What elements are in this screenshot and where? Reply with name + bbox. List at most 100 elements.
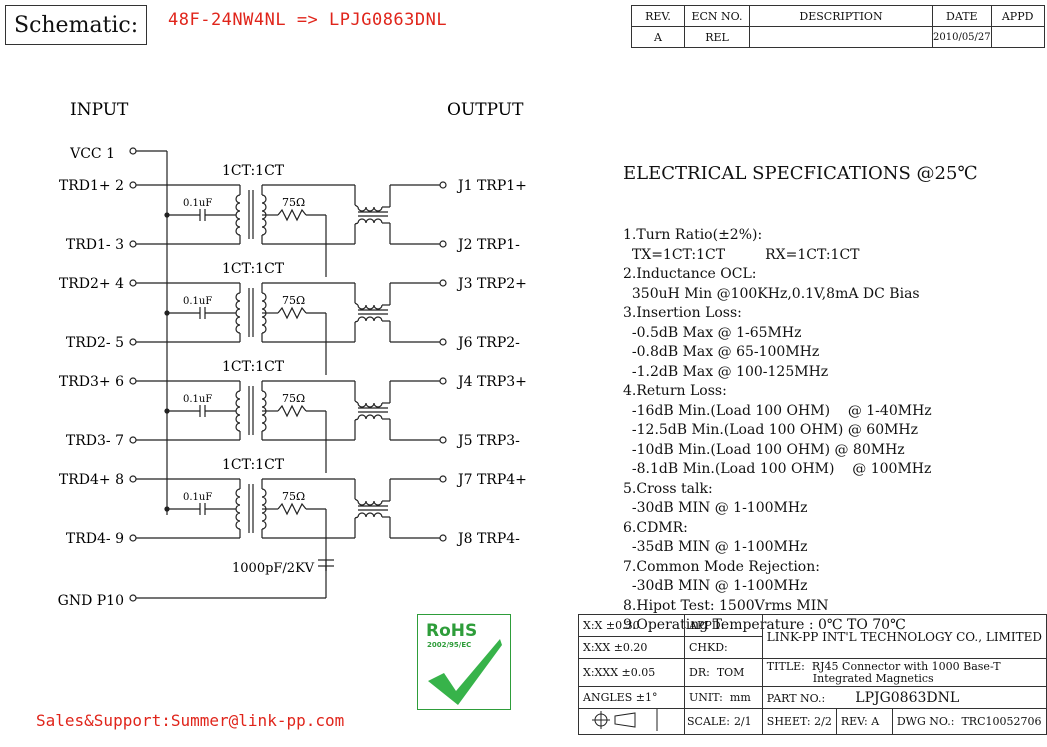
company-name: LINK-PP INT'L TECHNOLOGY CO., LIMITED — [761, 614, 1047, 659]
resistor-symbol — [277, 502, 307, 516]
wire — [354, 400, 359, 404]
spec-line: 350uH Min @100KHz,0.1V,8mA DC Bias — [623, 285, 920, 302]
ecn-cell: REL — [684, 26, 750, 48]
tolerance-x: X:X ±0.30 — [578, 614, 685, 637]
pin-terminal — [129, 338, 137, 346]
rev-value: A — [871, 715, 880, 728]
wire — [354, 302, 359, 306]
ecn-header: ECN NO. — [684, 5, 750, 27]
spec-line: 3.Insertion Loss: — [623, 305, 742, 321]
rohs-directive: 2002/95/EC — [427, 641, 472, 649]
pin-terminal — [129, 475, 137, 483]
input-pin-label: TRD4+ 8 — [59, 472, 124, 488]
capacitor-label: 0.1uF — [183, 394, 212, 405]
spec-line: -0.8dB Max @ 65-100MHz — [623, 344, 820, 360]
spec-line: -12.5dB Min.(Load 100 OHM) @ 60MHz — [623, 422, 919, 438]
pin-terminal — [439, 377, 447, 385]
part-label: PART NO.: — [766, 691, 826, 705]
spec-line: 2.Inductance OCL: — [623, 266, 757, 282]
coil-winding — [357, 512, 383, 518]
wire — [354, 498, 359, 502]
spec-line: -0.5dB Max @ 1-65MHz — [623, 324, 802, 341]
spec-line: 7.Common Mode Rejection: — [623, 558, 820, 575]
coil-winding — [235, 390, 241, 432]
turns-ratio-label: 1CT:1CT — [222, 359, 285, 375]
part-number-field: PART NO.:LPJG0863DNL — [761, 686, 1047, 709]
pin-terminal — [129, 279, 137, 287]
date-cell: 2010/05/27 — [932, 26, 992, 48]
pin-terminal — [129, 534, 137, 542]
spec-line: -8.1dB Min.(Load 100 OHM) @ 100MHz — [623, 461, 932, 477]
dr-value: TOM — [716, 666, 745, 679]
appd-cell — [990, 26, 1045, 48]
unit-field: UNIT: mm — [684, 686, 763, 709]
pin-terminal — [439, 240, 447, 248]
sheet-value: 2/2 — [814, 715, 832, 728]
electrical-specifications: ELECTRICAL SPECFICATIONS @25℃ 1.Turn Rat… — [623, 122, 978, 655]
capacitor-label: 0.1uF — [183, 492, 212, 503]
rohs-text: RoHS — [426, 621, 478, 641]
revision-row: A REL 2010/05/27 — [631, 26, 1045, 48]
pin-terminal — [439, 181, 447, 189]
input-pin-label: TRD2+ 4 — [59, 276, 124, 292]
spec-line: 4.Return Loss: — [623, 383, 727, 399]
turns-ratio-label: 1CT:1CT — [222, 163, 285, 179]
rev-label: REV: — [840, 715, 868, 728]
spec-lines: 1.Turn Ratio(±2%): TX=1CT:1CT RX=1CT:1CT… — [623, 226, 978, 636]
coil-winding — [357, 316, 383, 322]
date-header: DATE — [932, 5, 992, 27]
input-pin-label: TRD2- 5 — [66, 335, 124, 351]
pin-terminal — [129, 147, 137, 155]
part-change-label: 48F-24NW4NL => LPJG0863DNL — [168, 10, 448, 30]
output-pin-label: J5 TRP3- — [456, 433, 520, 449]
spec-line: -10dB Min.(Load 100 OHM) @ 80MHz — [623, 441, 905, 458]
pin-terminal — [129, 377, 137, 385]
input-pin-label: TRD3+ 6 — [59, 374, 124, 390]
description-header: DESCRIPTION — [749, 5, 933, 27]
coil-winding — [357, 500, 383, 506]
pin-terminal — [439, 475, 447, 483]
output-pin-label: J6 TRP2- — [456, 335, 520, 351]
hv-capacitor-label: 1000pF/2KV — [232, 561, 315, 576]
scale-value: 2/1 — [733, 715, 752, 728]
spec-line: 8.Hipot Test: 1500Vrms MIN — [623, 597, 829, 614]
output-pin-label: J7 TRP4+ — [456, 472, 527, 488]
pin-terminal — [129, 436, 137, 444]
dwg-number-field: DWG NO.: TRC10052706 — [891, 708, 1047, 735]
resistor-label: 75Ω — [282, 294, 305, 307]
turns-ratio-label: 1CT:1CT — [222, 457, 285, 473]
spec-line: -30dB MIN @ 1-100MHz — [623, 578, 808, 594]
title-value-1: RJ45 Connector with 1000 Base-T — [811, 660, 1001, 673]
wire — [354, 222, 359, 225]
capacitor-label: 0.1uF — [183, 296, 212, 307]
resistor-symbol — [277, 306, 307, 320]
spec-line: -1.2dB Max @ 100-125MHz — [623, 363, 829, 380]
coil-winding — [357, 218, 383, 224]
input-pin-label: TRD3- 7 — [66, 433, 124, 449]
coil-winding — [235, 194, 241, 236]
unit-label: UNIT: — [689, 691, 723, 704]
pin-terminal — [439, 436, 447, 444]
coil-winding — [357, 402, 383, 408]
resistor-label: 75Ω — [282, 392, 305, 405]
unit-value: mm — [729, 691, 751, 704]
wire — [354, 516, 359, 519]
sheet-label: SHEET: — [766, 715, 811, 728]
output-pin-label: J4 TRP3+ — [456, 374, 527, 390]
pin-terminal — [129, 181, 137, 189]
output-pin-label: J3 TRP2+ — [456, 276, 527, 292]
projection-symbol-cell — [578, 708, 685, 735]
rev-field: REV: A — [835, 708, 893, 735]
turns-ratio-label: 1CT:1CT — [222, 261, 285, 277]
spec-line: -16dB Min.(Load 100 OHM) @ 1-40MHz — [623, 402, 932, 419]
check-mark-icon — [428, 639, 502, 705]
coil-winding — [235, 488, 241, 530]
output-label: OUTPUT — [447, 100, 524, 120]
tolerance-xx: X:XX ±0.20 — [578, 636, 685, 659]
coil-winding — [357, 414, 383, 420]
pin-terminal — [129, 240, 137, 248]
rohs-logo: RoHS 2002/95/EC — [417, 614, 511, 710]
wire — [354, 320, 359, 323]
title-block: X:X ±0.30 APPD: LINK-PP INT'L TECHNOLOGY… — [578, 614, 1047, 735]
